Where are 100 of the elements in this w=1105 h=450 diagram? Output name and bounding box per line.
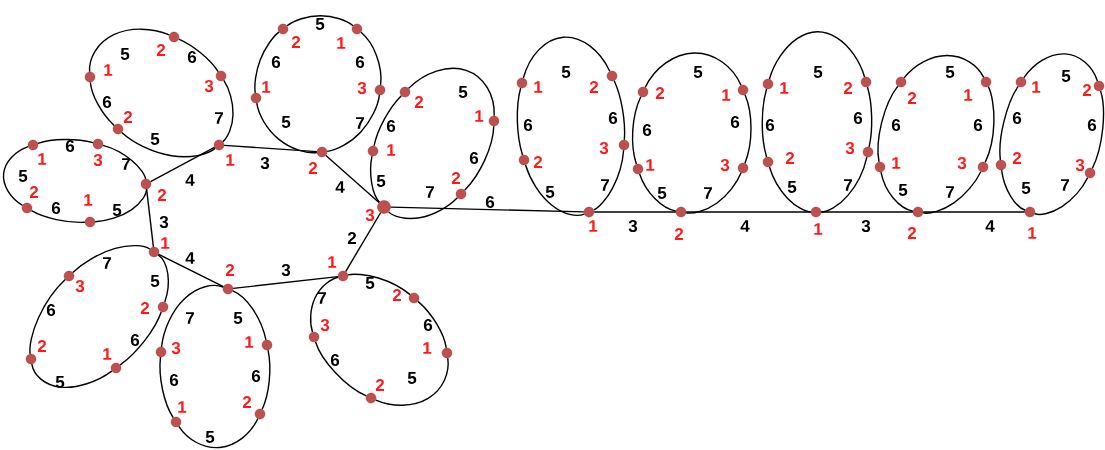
edge-line — [159, 356, 174, 419]
edge-line — [89, 81, 115, 127]
edge-label: 7 — [704, 187, 712, 199]
vertex-label: 2 — [140, 302, 150, 314]
edge-line — [369, 155, 381, 203]
vertex-label: 1 — [387, 144, 396, 156]
vertex-label: 2 — [655, 87, 665, 99]
edge-line — [638, 173, 677, 212]
vertex-label: 2 — [1012, 152, 1022, 164]
edge-label: 5 — [205, 431, 215, 443]
edge-line — [232, 275, 339, 290]
vertex-label: 3 — [1075, 158, 1085, 172]
vertex-label: 1 — [337, 37, 346, 49]
edge-label: 6 — [1012, 112, 1022, 125]
edge-label: 6 — [102, 96, 112, 109]
vertex-label: 2 — [375, 379, 385, 391]
edge-line — [375, 357, 449, 406]
vertex-label: 1 — [892, 157, 901, 169]
vertex-label: 1 — [328, 256, 337, 268]
edge-label: 5 — [365, 277, 375, 289]
edge-line — [102, 144, 147, 180]
edge-label: 7 — [122, 158, 130, 170]
vertex-label: 1 — [423, 342, 432, 354]
edge-label: 7 — [946, 186, 954, 198]
edge-label: 7 — [103, 257, 111, 269]
edge-line — [88, 28, 170, 73]
edge-line — [903, 54, 985, 79]
vertex-label: 1 — [161, 237, 170, 249]
edge-line — [1023, 53, 1099, 82]
edge-line — [160, 284, 224, 348]
edge-line — [29, 278, 66, 355]
edge-line — [2, 146, 29, 207]
vertex-label: 3 — [957, 156, 967, 170]
edge-label: 6 — [251, 370, 261, 383]
vertex-label: 3 — [845, 141, 855, 155]
edge-line — [157, 253, 225, 288]
edge-label: 4 — [740, 220, 750, 232]
edge-line — [222, 79, 234, 143]
vertex-label: 2 — [225, 264, 235, 276]
edge-line — [866, 86, 873, 148]
edge-label: 7 — [215, 112, 223, 124]
vertex-label: 2 — [843, 82, 853, 94]
vertex-label: 1 — [178, 401, 187, 413]
edge-line — [463, 125, 495, 191]
edge-line — [984, 85, 995, 163]
vertex-label: 2 — [308, 162, 318, 174]
edge-label: 6 — [51, 202, 61, 215]
edge-label: 3 — [628, 219, 638, 233]
edge-label: 4 — [985, 220, 995, 232]
vertex-label: 2 — [242, 396, 252, 408]
vertex-label: 1 — [38, 153, 47, 165]
edge-line — [31, 363, 113, 389]
edge-line — [37, 138, 94, 144]
edge-label: 7 — [318, 292, 326, 304]
edge-label: 3 — [159, 215, 169, 229]
edge-line — [999, 85, 1019, 161]
edge-line — [119, 311, 162, 366]
edge-label: 5 — [945, 66, 955, 78]
edge-line — [373, 94, 402, 147]
edge-line — [613, 80, 626, 141]
edge-label: 5 — [458, 86, 468, 98]
vertex-label: 1 — [646, 159, 655, 171]
vertex-label: 2 — [451, 172, 461, 184]
edge-label: 6 — [765, 119, 775, 132]
vertex-label: 1 — [475, 110, 484, 122]
edge-label: 5 — [150, 275, 160, 287]
edge-label: 5 — [150, 133, 160, 145]
edge-line — [178, 38, 219, 73]
edge-label: 7 — [186, 312, 194, 324]
edge-line — [1000, 169, 1026, 211]
edge-line — [72, 244, 151, 274]
edge-line — [149, 146, 216, 183]
edge-label: 6 — [423, 319, 433, 332]
edge-label: 5 — [112, 204, 122, 216]
edge-label: 3 — [260, 156, 270, 170]
edge-label: 7 — [601, 179, 609, 191]
edge-label: 6 — [187, 51, 197, 64]
edge-label: 4 — [185, 174, 195, 186]
edge-line — [408, 67, 495, 117]
edge-label: 6 — [973, 119, 983, 132]
edge-line — [178, 418, 259, 449]
edge-line — [94, 188, 148, 223]
edge-line — [744, 94, 752, 164]
edge-label: 7 — [844, 179, 852, 191]
edge-label: 5 — [898, 184, 908, 196]
edge-label: 5 — [315, 18, 325, 30]
edge-label: 5 — [787, 181, 797, 193]
edge-label: 6 — [46, 304, 56, 317]
vertex-label: 1 — [780, 82, 789, 94]
vertex-label: 2 — [533, 156, 543, 168]
edge-label: 6 — [386, 120, 396, 133]
edge-label: 5 — [376, 175, 386, 187]
edge-line — [820, 211, 914, 213]
edge-line — [1091, 90, 1105, 170]
edge-label: 3 — [281, 263, 291, 277]
edge-label: 6 — [330, 354, 340, 367]
vertex-label: 3 — [365, 208, 375, 222]
vertex-label: 2 — [907, 92, 917, 104]
edge-label: 7 — [426, 186, 434, 198]
vertex-label: 2 — [785, 152, 795, 164]
